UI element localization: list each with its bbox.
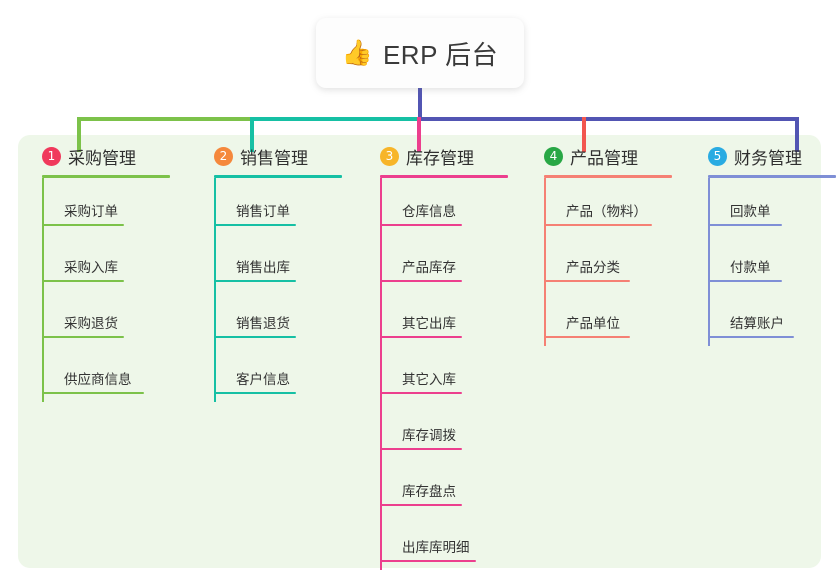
column-header-underline	[42, 175, 170, 178]
leaf-item-underline	[380, 224, 462, 226]
leaf-item-label: 结算账户	[730, 316, 784, 331]
leaf-item-underline	[42, 336, 124, 338]
column-number-badge: 4	[544, 146, 563, 166]
leaf-item-underline	[544, 336, 630, 338]
category-columns: 1 采购管理采购订单采购入库采购退货供应商信息 2 销售管理销售订单销售出库销售退货客…	[18, 135, 836, 570]
leaf-item-label: 库存盘点	[402, 484, 456, 499]
leaf-item-underline	[708, 336, 794, 338]
column-spine	[708, 178, 710, 346]
leaf-item-label: 供应商信息	[64, 372, 132, 387]
column-header-2[interactable]: 2 销售管理	[202, 135, 308, 177]
leaf-item-label: 客户信息	[236, 372, 290, 387]
category-column-3: 3 库存管理仓库信息产品库存其它出库其它入库库存调拨库存盘点出库库明细	[368, 135, 508, 570]
category-column-4: 4 产品管理产品（物料） 产品分类产品单位	[532, 135, 672, 346]
leaf-item-label: 仓库信息	[402, 204, 456, 219]
column-header-4[interactable]: 4 产品管理	[532, 135, 638, 177]
leaf-item-underline	[214, 392, 296, 394]
column-number-badge: 2	[214, 146, 233, 166]
column-header-1[interactable]: 1 采购管理	[30, 135, 136, 177]
column-spine	[380, 178, 382, 570]
leaf-item-label: 销售订单	[236, 204, 290, 219]
leaf-item-underline	[42, 280, 124, 282]
column-header-5[interactable]: 5 财务管理	[696, 135, 802, 177]
column-header-underline	[214, 175, 342, 178]
root-node-label: ERP 后台	[382, 39, 499, 70]
column-number-badge: 3	[380, 146, 399, 166]
leaf-item-underline	[214, 224, 296, 226]
thumbs-up-icon: 👍	[341, 38, 373, 67]
leaf-item-underline	[214, 280, 296, 282]
column-header-3[interactable]: 3 库存管理	[368, 135, 474, 177]
leaf-item-label: 产品（物料）	[566, 204, 647, 219]
leaf-item-label: 采购入库	[64, 260, 118, 275]
leaf-item-underline	[708, 280, 782, 282]
column-spine	[214, 178, 216, 402]
leaf-item-underline	[708, 224, 782, 226]
leaf-item-label: 回款单	[730, 204, 771, 219]
category-column-5: 5 财务管理回款单付款单结算账户	[696, 135, 836, 346]
leaf-item-label: 付款单	[730, 260, 771, 275]
leaf-item-label: 销售退货	[236, 316, 290, 331]
column-title: 销售管理	[240, 148, 308, 168]
leaf-item-underline	[42, 224, 124, 226]
column-header-underline	[544, 175, 672, 178]
leaf-item-underline	[544, 280, 630, 282]
leaf-item-underline	[380, 504, 462, 506]
leaf-item-label: 产品库存	[402, 260, 456, 275]
leaf-item-label: 产品分类	[566, 260, 620, 275]
column-header-underline	[380, 175, 508, 178]
leaf-item-label: 其它出库	[402, 316, 456, 331]
column-title: 采购管理	[68, 148, 136, 168]
column-header-underline	[708, 175, 836, 178]
leaf-item-label: 库存调拨	[402, 428, 456, 443]
column-spine	[42, 178, 44, 402]
leaf-item-label: 其它入库	[402, 372, 456, 387]
leaf-item-underline	[380, 336, 462, 338]
leaf-item-underline	[380, 280, 462, 282]
leaf-item-label: 产品单位	[566, 316, 620, 331]
leaf-item-underline	[380, 448, 462, 450]
column-number-badge: 1	[42, 146, 61, 166]
leaf-item-underline	[214, 336, 296, 338]
leaf-item-label: 采购退货	[64, 316, 118, 331]
leaf-item-label: 出库库明细	[402, 540, 470, 555]
leaf-item-label: 销售出库	[236, 260, 290, 275]
leaf-item-underline	[380, 560, 476, 562]
diagram-background-panel	[18, 135, 821, 568]
column-number-badge: 5	[708, 146, 727, 166]
leaf-item-underline	[544, 224, 652, 226]
column-title: 财务管理	[734, 148, 802, 168]
root-node[interactable]: 👍 ERP 后台	[316, 18, 524, 88]
leaf-item-underline	[42, 392, 144, 394]
column-title: 库存管理	[406, 148, 474, 168]
leaf-item-underline	[380, 392, 462, 394]
column-title: 产品管理	[570, 148, 638, 168]
category-column-2: 2 销售管理销售订单销售出库销售退货客户信息	[202, 135, 342, 402]
leaf-item-label: 采购订单	[64, 204, 118, 219]
column-spine	[544, 178, 546, 346]
category-column-1: 1 采购管理采购订单采购入库采购退货供应商信息	[30, 135, 170, 402]
